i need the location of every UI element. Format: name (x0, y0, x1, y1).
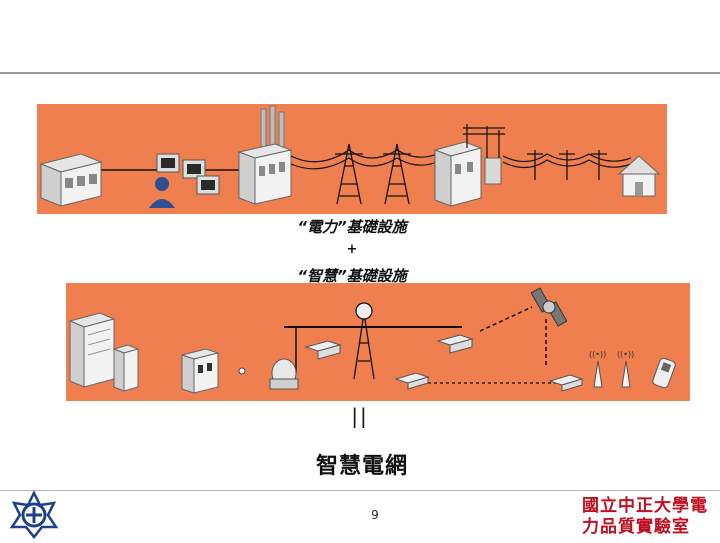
network-router-icon (550, 375, 582, 391)
transmission-line (291, 158, 437, 169)
smart-infrastructure-illustration: ((•)) ((•)) (66, 283, 690, 401)
power-plant-icon (41, 154, 101, 206)
communication-tower-icon (354, 303, 374, 379)
server-rack-icon (70, 313, 138, 391)
transmission-tower-icon (383, 144, 411, 204)
house-icon (619, 156, 659, 196)
network-router-icon (438, 335, 472, 353)
network-router-icon (396, 373, 428, 389)
substation-icon (435, 124, 505, 206)
smart-grid-title: 智慧電網 (2, 448, 720, 480)
power-infrastructure-panel (37, 104, 667, 214)
power-infrastructure-caption: “電力”基礎設施 (0, 216, 712, 237)
footer-divider (0, 490, 720, 491)
plus-sign: + (0, 242, 712, 257)
control-center-icon (149, 154, 219, 208)
network-router-icon (306, 341, 340, 359)
wireless-antenna-icon: ((•)) (589, 350, 606, 387)
generating-station-icon (239, 106, 291, 204)
transmission-line (291, 150, 437, 162)
wireless-link (480, 307, 532, 331)
satellite-icon (531, 288, 567, 326)
page-number: 9 (360, 508, 390, 522)
transmission-tower-icon (335, 144, 363, 204)
equals-sign: || (0, 404, 720, 428)
wireless-antenna-icon: ((•)) (617, 350, 634, 387)
svg-text:((•)): ((•)) (617, 350, 634, 359)
cable-connector (239, 368, 245, 374)
top-divider (0, 72, 720, 74)
power-infrastructure-illustration (37, 104, 667, 214)
satellite-dish-icon (270, 359, 298, 389)
university-emblem-icon (6, 491, 62, 543)
data-concentrator-icon (182, 349, 218, 393)
mobile-phone-icon (652, 357, 677, 389)
smart-infrastructure-panel: ((•)) ((•)) (66, 283, 690, 401)
institute-name: 國立中正大學電力品質實驗室 (582, 496, 714, 538)
svg-text:((•)): ((•)) (589, 350, 606, 359)
